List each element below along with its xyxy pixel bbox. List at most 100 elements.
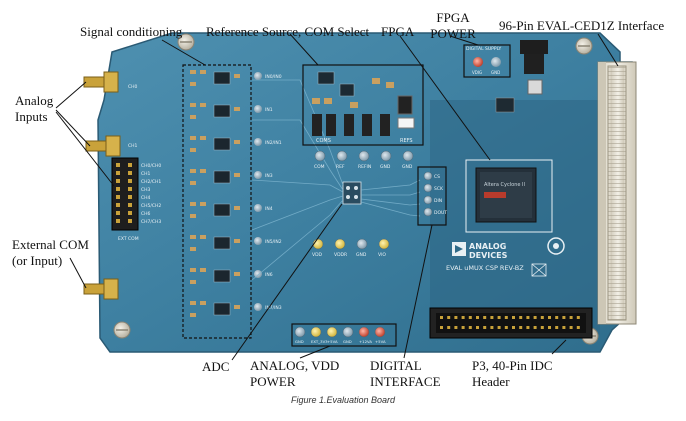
idc-pin <box>461 326 465 329</box>
idc-pin <box>562 326 566 329</box>
fpga-chip: Altera Cyclone II <box>475 167 537 223</box>
capacitor <box>190 148 196 152</box>
external-com-callout: External COM (or Input) <box>12 237 89 269</box>
header-pin <box>116 187 120 191</box>
power-test-point <box>310 326 322 338</box>
capacitor <box>190 214 196 218</box>
channel-test-point <box>254 270 262 278</box>
reference-source-box <box>302 64 424 146</box>
idc-pin <box>519 326 523 329</box>
digital-pin-label: DOUT <box>434 210 447 216</box>
idc-pin <box>440 326 443 329</box>
test-point-label: VDDR <box>334 252 347 258</box>
fpga-box <box>465 159 553 233</box>
op-amp <box>213 137 231 151</box>
test-point <box>312 238 324 250</box>
svg-text:EVAL uMUX CSP REV-BZ: EVAL uMUX CSP REV-BZ <box>446 264 524 272</box>
op-amp <box>213 302 231 316</box>
idc-pin <box>454 316 458 319</box>
header-pin <box>128 163 132 167</box>
header-pin <box>128 179 132 183</box>
resistor <box>234 206 240 210</box>
jtag-header <box>495 40 548 113</box>
resistor <box>234 239 240 243</box>
channel-test-point <box>254 204 262 212</box>
digital-pin <box>423 171 433 181</box>
idc-pin <box>483 316 487 319</box>
header-pin-label: CH3 <box>141 187 151 193</box>
idc-pin <box>504 316 508 319</box>
idc-pin <box>497 316 501 319</box>
idc-pin <box>483 326 487 329</box>
p3-header-line2: Header <box>472 374 510 389</box>
idc-pin <box>548 316 551 319</box>
resistor <box>190 103 196 107</box>
capacitor <box>190 82 196 86</box>
svg-text:Altera Cyclone II: Altera Cyclone II <box>484 182 525 188</box>
analog-inputs-line1: Analog <box>15 93 54 108</box>
header-pin <box>116 211 120 215</box>
test-point-label: VIO <box>378 252 386 258</box>
resistor <box>200 202 206 206</box>
idc-pin <box>569 326 573 329</box>
fpga-power-callout: FPGA POWER <box>430 10 476 42</box>
power-test-point-label: +5VA <box>327 339 338 344</box>
idc-pin <box>490 316 494 319</box>
header-pin <box>116 179 120 183</box>
reference-source-callout: Reference Source, COM Select <box>206 24 370 39</box>
idc-pin <box>526 326 530 329</box>
test-point-label: REFIN <box>358 164 371 170</box>
resistor <box>234 140 240 144</box>
op-amp <box>213 104 231 118</box>
op-amp <box>213 236 231 250</box>
power-test-point-label: +12VA <box>359 339 372 344</box>
channel-label: IN5/IN2 <box>265 239 282 245</box>
digital-pin-label: CS <box>434 174 440 180</box>
header-pin <box>116 195 120 199</box>
fpga-callout: FPGA <box>381 24 415 39</box>
test-point-label: COM <box>314 164 325 170</box>
coms-label: COMS <box>316 138 331 144</box>
idc-pin <box>447 326 451 329</box>
op-amp <box>213 203 231 217</box>
svg-text:DEVICES: DEVICES <box>469 251 508 260</box>
channel-test-point <box>254 105 262 113</box>
idc-pin <box>512 316 515 319</box>
idc-pin <box>468 326 472 329</box>
idc-pin <box>476 316 479 319</box>
header-pin <box>116 171 120 175</box>
analog-vdd-power-callout: ANALOG, VDD POWER <box>250 358 339 390</box>
test-point-label: GND <box>402 164 413 170</box>
signal-conditioning-callout: Signal conditioning <box>80 24 183 39</box>
digital-pin-label: SCK <box>434 186 444 192</box>
analog-inputs-callout: Analog Inputs <box>15 93 53 125</box>
external-com-line2: (or Input) <box>12 253 63 268</box>
header-pin <box>116 203 120 207</box>
channel-label: IN6 <box>265 272 273 278</box>
ext-com-label: EXT COM <box>118 236 139 242</box>
callout-leader-lines <box>55 33 619 361</box>
idc-pin <box>526 316 530 319</box>
test-point <box>402 150 414 162</box>
input-header-j2: CH0/CH0CH1CH2/CH1CH3CH4CH5/CH2CH6CH7/CH3… <box>111 157 161 242</box>
idc-pin <box>555 316 559 319</box>
test-point <box>334 238 346 250</box>
op-amp <box>213 170 231 184</box>
96-pin-connector <box>597 61 637 325</box>
digital-interface-callout: DIGITAL INTERFACE <box>370 358 441 390</box>
fpga-power-line1: FPGA <box>436 10 470 25</box>
idc-pin <box>548 326 551 329</box>
resistor <box>200 169 206 173</box>
test-point <box>378 238 390 250</box>
test-point-label: REF <box>336 164 345 170</box>
svg-text:GND: GND <box>491 70 500 75</box>
fpga-power-line2: POWER <box>430 26 476 41</box>
power-test-point-label: GND <box>295 339 304 344</box>
header-pin <box>128 195 132 199</box>
idc-pin <box>512 326 515 329</box>
